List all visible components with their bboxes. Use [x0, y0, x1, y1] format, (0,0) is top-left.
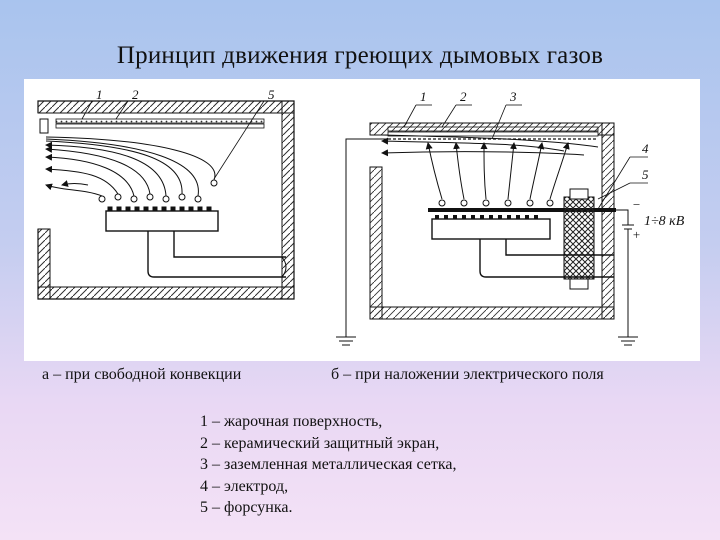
caption-b: б – при наложении электрического поля — [331, 366, 604, 383]
minus-sign: − — [632, 197, 641, 212]
caption-a: а – при свободной конвекции — [42, 366, 242, 383]
slide-title: Принцип движения греющих дымовых газов — [116, 42, 604, 69]
legend-item: 5 – форсунка. — [200, 499, 293, 516]
plus-sign: + — [632, 227, 641, 242]
voltage-label: 1÷8 кВ — [644, 214, 685, 229]
legend-item: 4 – электрод, — [200, 477, 289, 495]
legend-item: 3 – заземленная металлическая сетка, — [200, 456, 457, 473]
burner-block — [105, 210, 219, 232]
furnace-diagram: 1 2 5 — [37, 87, 685, 346]
electrode — [428, 208, 616, 212]
legend-item: 1 – жарочная поверхность, — [200, 413, 383, 430]
label-b-2: 2 — [460, 89, 467, 104]
furnace-b: 1 2 3 4 5 − + 1÷8 кВ — [336, 89, 685, 346]
ceramic-screen — [55, 123, 265, 129]
diagram-panel: 1 2 5 — [24, 79, 700, 361]
furnace-a: 1 2 5 — [37, 87, 295, 300]
label-a-2: 2 — [132, 87, 139, 102]
heating-surface — [55, 118, 265, 124]
legend: 1 – жарочная поверхность, 2 – керамическ… — [200, 411, 457, 519]
label-b-1: 1 — [420, 89, 427, 104]
label-b-4: 4 — [642, 141, 649, 156]
legend-item: 2 – керамический защитный экран, — [200, 434, 440, 452]
label-a-1: 1 — [96, 87, 103, 102]
label-b-3: 3 — [509, 89, 517, 104]
label-a-5: 5 — [268, 87, 275, 102]
label-b-5: 5 — [642, 167, 649, 182]
insulator — [563, 196, 595, 280]
